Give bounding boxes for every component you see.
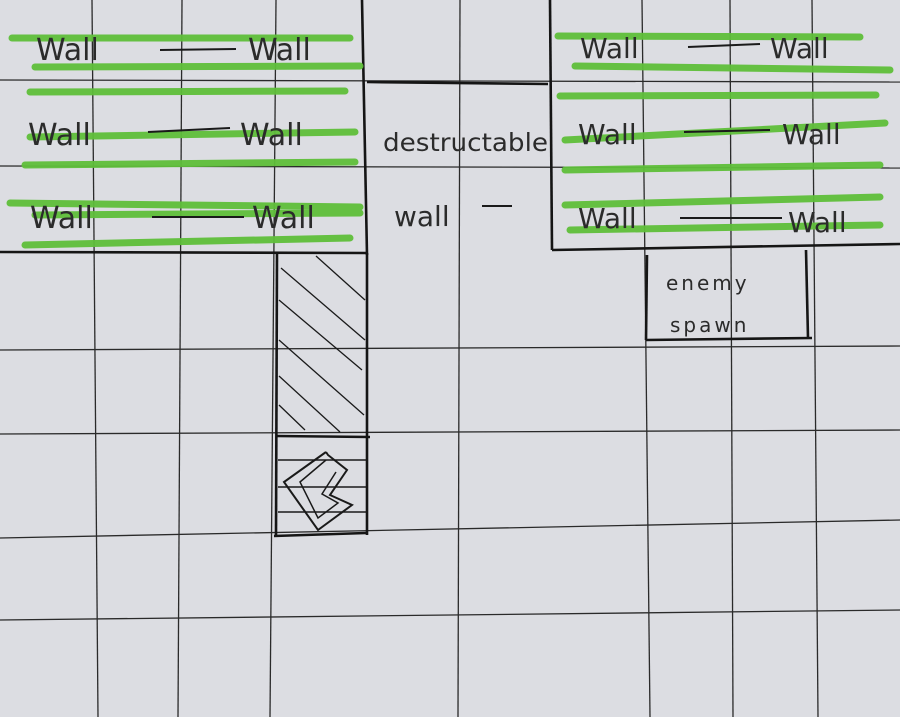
wall-highlights <box>6 32 894 249</box>
wall-connector <box>147 127 231 133</box>
enemy-word: enemy <box>666 271 750 295</box>
hatched-wall-tile <box>278 255 366 433</box>
pacman-like-player-icon <box>278 451 366 532</box>
wall-label: Wall <box>578 202 637 235</box>
bold-lines <box>0 0 900 538</box>
wall-label: Wall <box>788 206 847 239</box>
wall-label: Wall <box>252 201 315 236</box>
right-wall-labels: Wall Wall Wall Wall Wall Wall <box>578 32 847 239</box>
destructable-word: destructable <box>383 128 548 157</box>
destructable-wall-word: wall <box>394 200 450 233</box>
wall-label: Wall <box>578 118 637 151</box>
wall-connector <box>159 48 237 51</box>
enemy-spawn-zone: enemy spawn <box>666 271 750 337</box>
left-wall-labels: Wall Wall Wall Wall Wall Wall <box>28 33 315 236</box>
wall-label: Wall <box>240 118 303 153</box>
wall-connector <box>687 43 761 48</box>
spawn-word: spawn <box>670 313 749 337</box>
wall-label: Wall <box>782 118 841 151</box>
wall-label: Wall <box>36 33 99 68</box>
wall-label: Wall <box>770 32 829 65</box>
wall-label: Wall <box>30 201 93 236</box>
wall-label: Wall <box>248 33 311 68</box>
wall-label: Wall <box>28 118 91 153</box>
wall-label: Wall <box>580 32 639 65</box>
wall-connector <box>683 129 771 133</box>
destructable-wall-label: destructable wall <box>383 128 548 233</box>
